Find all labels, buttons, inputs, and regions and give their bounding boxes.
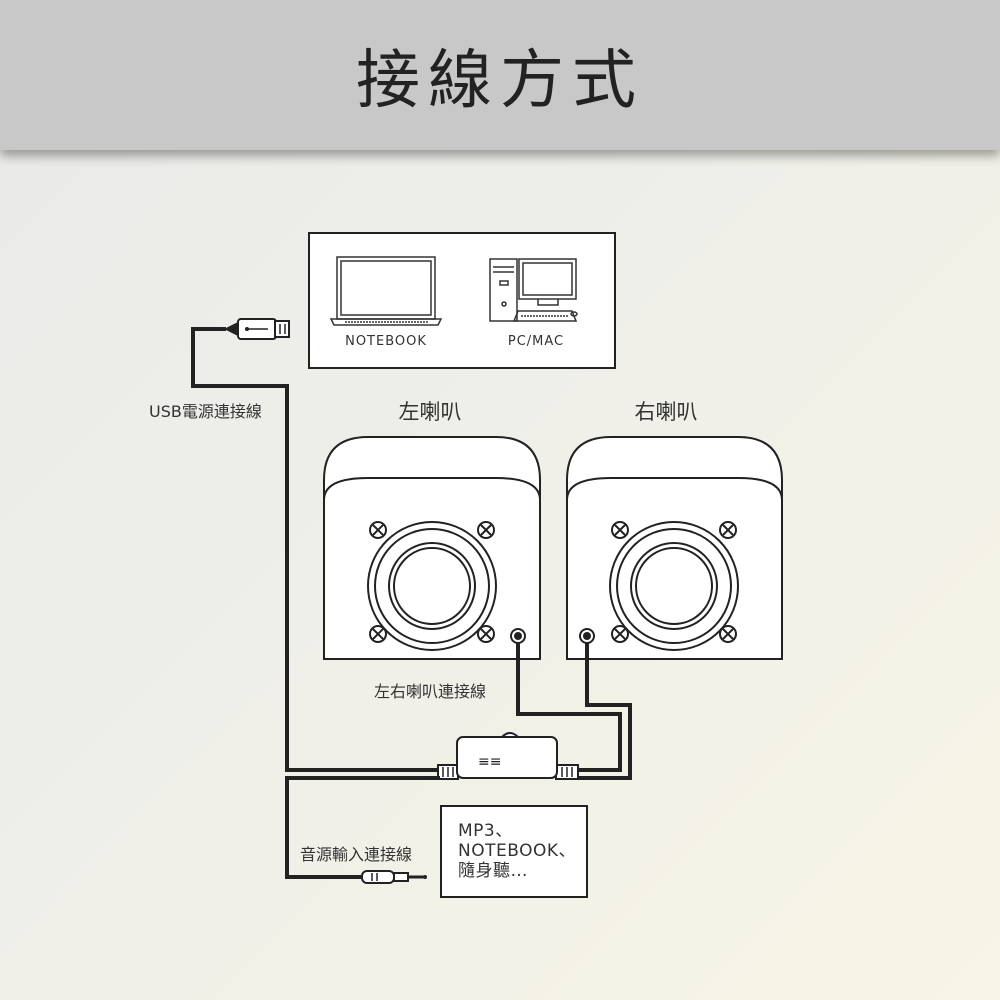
notebook-icon	[329, 256, 443, 326]
speaker-cable-label: 左右喇叭連接線	[374, 682, 486, 701]
screw-icon	[719, 521, 737, 539]
source-line-2: NOTEBOOK、	[458, 841, 576, 861]
usb-cable-label: USB電源連接線	[149, 402, 262, 421]
screw-icon	[477, 625, 495, 643]
device-box: NOTEBOOK PC/MAC	[308, 232, 616, 369]
usb-plug-icon	[224, 318, 290, 340]
right-speaker-label: 右喇叭	[635, 400, 698, 424]
pc-label: PC/MAC	[508, 334, 564, 349]
screw-icon	[719, 625, 737, 643]
screw-icon	[369, 625, 387, 643]
notebook-label: NOTEBOOK	[345, 334, 427, 349]
control-box: ≡≡	[437, 732, 579, 780]
source-line-1: MP3、	[458, 821, 513, 841]
screw-icon	[369, 521, 387, 539]
page-title: 接線方式	[356, 44, 644, 118]
screw-icon	[611, 521, 629, 539]
audio-source-box: MP3、 NOTEBOOK、 隨身聽…	[440, 805, 588, 898]
audio-jack-plug-icon	[361, 870, 427, 884]
left-speaker	[323, 436, 541, 660]
right-speaker-cable	[575, 643, 632, 780]
screw-icon	[477, 521, 495, 539]
header-bar: 接線方式	[0, 0, 1000, 150]
screw-icon	[611, 625, 629, 643]
usb-cable	[191, 327, 440, 772]
pc-icon	[489, 258, 578, 322]
right-speaker	[566, 436, 783, 660]
left-speaker-cable	[516, 643, 622, 772]
control-box-mark: ≡≡	[478, 754, 501, 770]
audio-input-cable	[285, 776, 440, 879]
left-speaker-label: 左喇叭	[399, 400, 462, 424]
source-line-3: 隨身聽…	[458, 861, 528, 881]
audio-cable-label: 音源輸入連接線	[300, 845, 412, 864]
